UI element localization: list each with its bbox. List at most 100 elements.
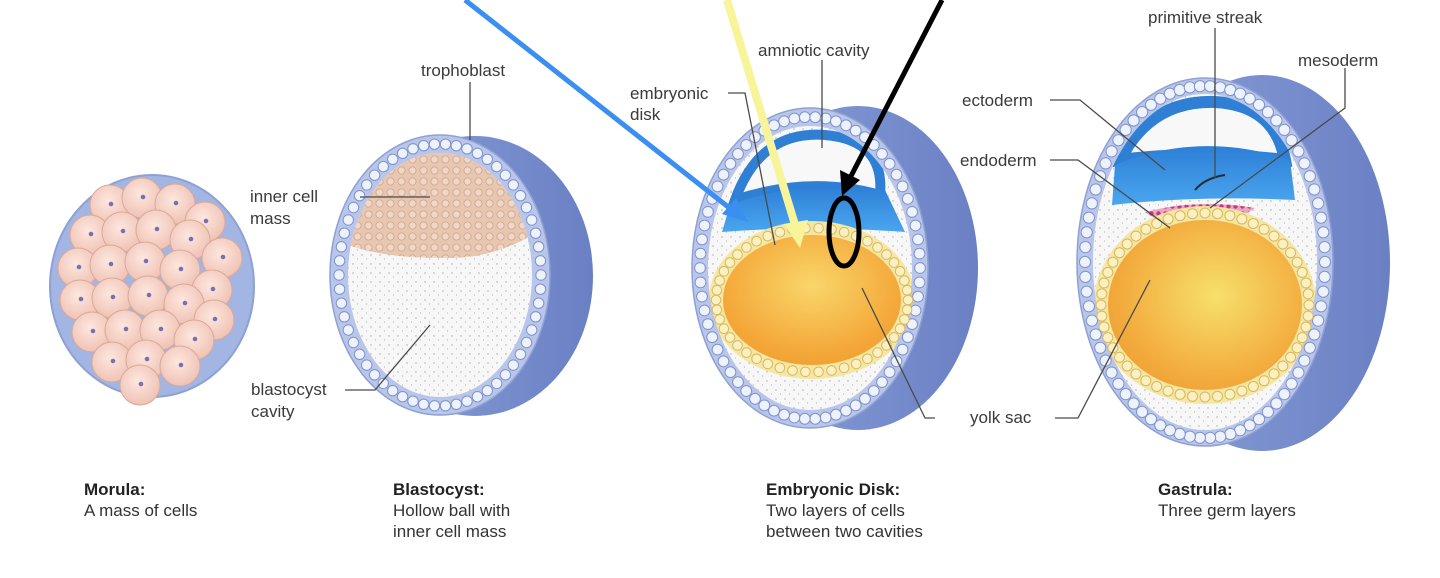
cell bbox=[859, 392, 871, 405]
cell bbox=[534, 283, 547, 295]
cell bbox=[335, 297, 348, 309]
cell bbox=[1105, 366, 1118, 379]
cell bbox=[724, 257, 736, 268]
morula-cells bbox=[57, 177, 243, 406]
cell bbox=[768, 404, 780, 417]
cell bbox=[338, 227, 350, 239]
cell bbox=[347, 336, 360, 349]
cell bbox=[387, 385, 399, 397]
cell bbox=[396, 391, 409, 403]
cell bbox=[353, 190, 366, 202]
cell bbox=[1252, 98, 1266, 111]
cell bbox=[913, 247, 926, 260]
cell bbox=[1121, 238, 1133, 250]
cell bbox=[342, 324, 354, 336]
cell bbox=[909, 219, 922, 232]
cell bbox=[1102, 266, 1114, 278]
cell bbox=[450, 398, 462, 410]
cell-nucleus bbox=[78, 296, 84, 302]
cell bbox=[724, 157, 737, 170]
cell bbox=[407, 395, 419, 407]
cell bbox=[849, 124, 862, 137]
cell bbox=[1193, 431, 1207, 444]
blastocyst-ring-cells bbox=[333, 138, 547, 412]
cell bbox=[1162, 385, 1174, 397]
label-blastocyst-cavity-2: cavity bbox=[251, 402, 295, 421]
cell bbox=[1312, 314, 1325, 327]
cell bbox=[758, 399, 771, 412]
cell bbox=[526, 214, 538, 226]
cell bbox=[530, 227, 542, 239]
cell-nucleus bbox=[173, 200, 179, 206]
cell bbox=[333, 269, 345, 281]
cell-nucleus bbox=[178, 362, 184, 368]
cell bbox=[741, 242, 752, 253]
cell bbox=[1098, 321, 1110, 333]
cell bbox=[901, 331, 914, 344]
cell bbox=[491, 160, 503, 173]
cell bbox=[872, 347, 883, 358]
cell-nucleus bbox=[144, 356, 150, 362]
cell bbox=[696, 290, 708, 303]
cell-nucleus bbox=[108, 201, 114, 207]
cell bbox=[499, 369, 512, 381]
cell bbox=[418, 140, 430, 152]
cell bbox=[1151, 381, 1163, 392]
cell bbox=[1292, 366, 1305, 379]
label-amniotic-cavity: amniotic cavity bbox=[758, 41, 870, 60]
cell bbox=[1079, 270, 1092, 283]
cell bbox=[902, 294, 914, 306]
cell bbox=[838, 226, 850, 238]
cell bbox=[1300, 321, 1312, 333]
cell bbox=[1112, 134, 1125, 147]
cell bbox=[740, 385, 753, 397]
caption-gastrula-text: Three germ layers bbox=[1158, 501, 1296, 520]
cell bbox=[347, 201, 360, 214]
label-inner-cell-mass-2: mass bbox=[250, 209, 291, 228]
cell bbox=[1312, 197, 1325, 210]
cell bbox=[1183, 81, 1196, 94]
cell bbox=[1291, 342, 1303, 354]
cell bbox=[702, 318, 714, 331]
cell bbox=[1296, 332, 1308, 344]
cell bbox=[1082, 211, 1096, 224]
cell bbox=[1318, 255, 1332, 269]
cell bbox=[788, 411, 801, 424]
cell bbox=[333, 255, 346, 267]
cell bbox=[428, 138, 441, 150]
cell bbox=[377, 160, 389, 173]
cell bbox=[534, 255, 547, 267]
cell bbox=[450, 140, 462, 152]
caption-blastocyst-line1: Hollow ball with bbox=[393, 501, 510, 520]
cell bbox=[714, 314, 725, 325]
cell bbox=[778, 408, 790, 421]
cell bbox=[1099, 157, 1112, 170]
cell-nucleus bbox=[123, 326, 129, 332]
cell bbox=[888, 332, 900, 343]
cell bbox=[696, 233, 708, 246]
cell bbox=[788, 112, 801, 125]
cell bbox=[698, 304, 711, 317]
yellow-arrowhead bbox=[784, 220, 808, 248]
cell bbox=[338, 311, 350, 323]
inner-cell-mass bbox=[348, 153, 532, 259]
cell bbox=[1270, 114, 1283, 127]
cell-nucleus bbox=[88, 231, 94, 237]
cell bbox=[819, 411, 832, 424]
cell bbox=[439, 138, 452, 150]
label-primitive-streak: primitive streak bbox=[1148, 8, 1263, 27]
cell bbox=[901, 304, 913, 316]
cell bbox=[1187, 390, 1198, 402]
cell bbox=[1243, 419, 1256, 432]
cell bbox=[1234, 87, 1247, 100]
cell bbox=[532, 241, 545, 253]
cell bbox=[1268, 368, 1280, 380]
cell bbox=[335, 241, 348, 253]
cell bbox=[1302, 310, 1314, 322]
cell bbox=[1204, 431, 1217, 444]
cell bbox=[862, 235, 873, 247]
cell bbox=[896, 180, 909, 193]
cell bbox=[1298, 354, 1311, 367]
cell-nucleus bbox=[90, 328, 96, 334]
